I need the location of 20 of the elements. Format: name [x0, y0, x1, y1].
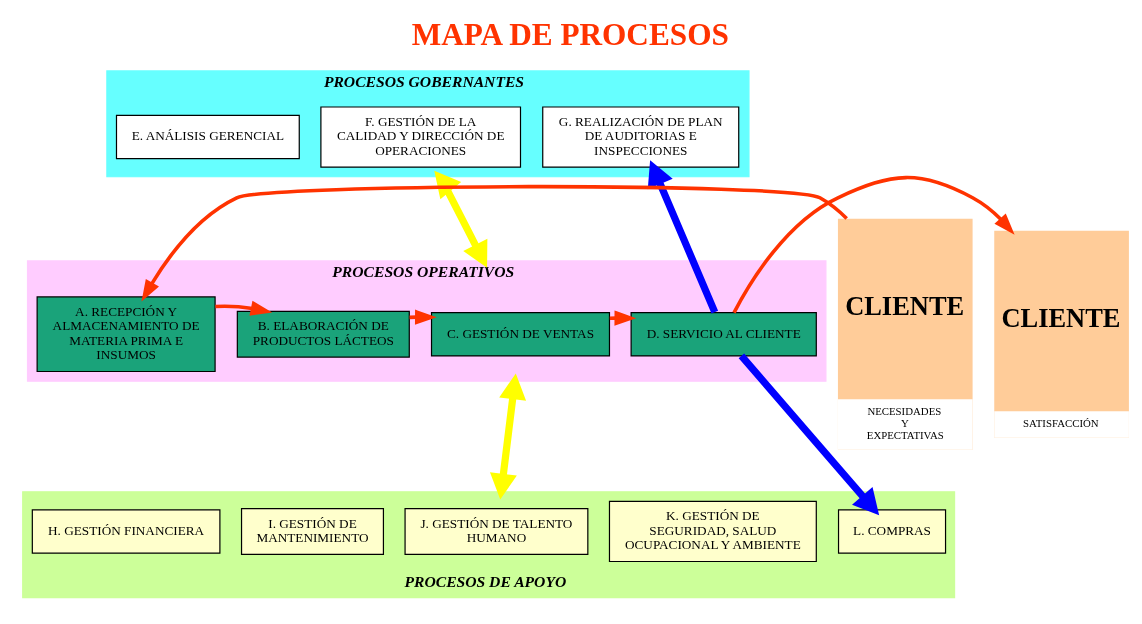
node-box: F. GESTIÓN DE LA CALIDAD Y DIRECCIÓN DE OPERACIONES	[320, 106, 522, 168]
node-box: A. RECEPCIÓN Y ALMACENAMIENTO DE MATERIA PRIMA E INSUMOS	[36, 296, 216, 373]
node-box: J. GESTIÓN DE TALENTO HUMANO	[404, 508, 589, 555]
arrow	[647, 160, 719, 314]
arrow	[738, 353, 880, 516]
node-box: E. ANÁLISIS GERENCIAL	[115, 114, 300, 160]
node-box: K. GESTIÓN DE SEGURIDAD, SALUD OCUPACIONAL Y AMBIENTE	[608, 500, 817, 563]
arrow	[141, 184, 848, 302]
node-box: D. SERVICIO AL CLIENTE	[630, 312, 817, 357]
node-box: B. ELABORACIÓN DE PRODUCTOS LÁCTEOS	[236, 310, 410, 358]
arrow	[434, 170, 488, 268]
node-box: I. GESTIÓN DE MANTENIMIENTO	[240, 508, 385, 555]
node-box: H. GESTIÓN FINANCIERA	[31, 509, 221, 554]
node-box: L. COMPRAS	[837, 509, 947, 554]
arrow	[215, 300, 273, 316]
arrow	[489, 373, 527, 500]
diagram-title: MAPA DE PROCESOS	[411, 17, 729, 53]
arrow	[732, 175, 1015, 314]
node-box: G. REALIZACIÓN DE PLAN DE AUDITORIAS E INSPECCIONES	[542, 106, 740, 168]
node-box: C. GESTIÓN DE VENTAS	[430, 312, 611, 357]
